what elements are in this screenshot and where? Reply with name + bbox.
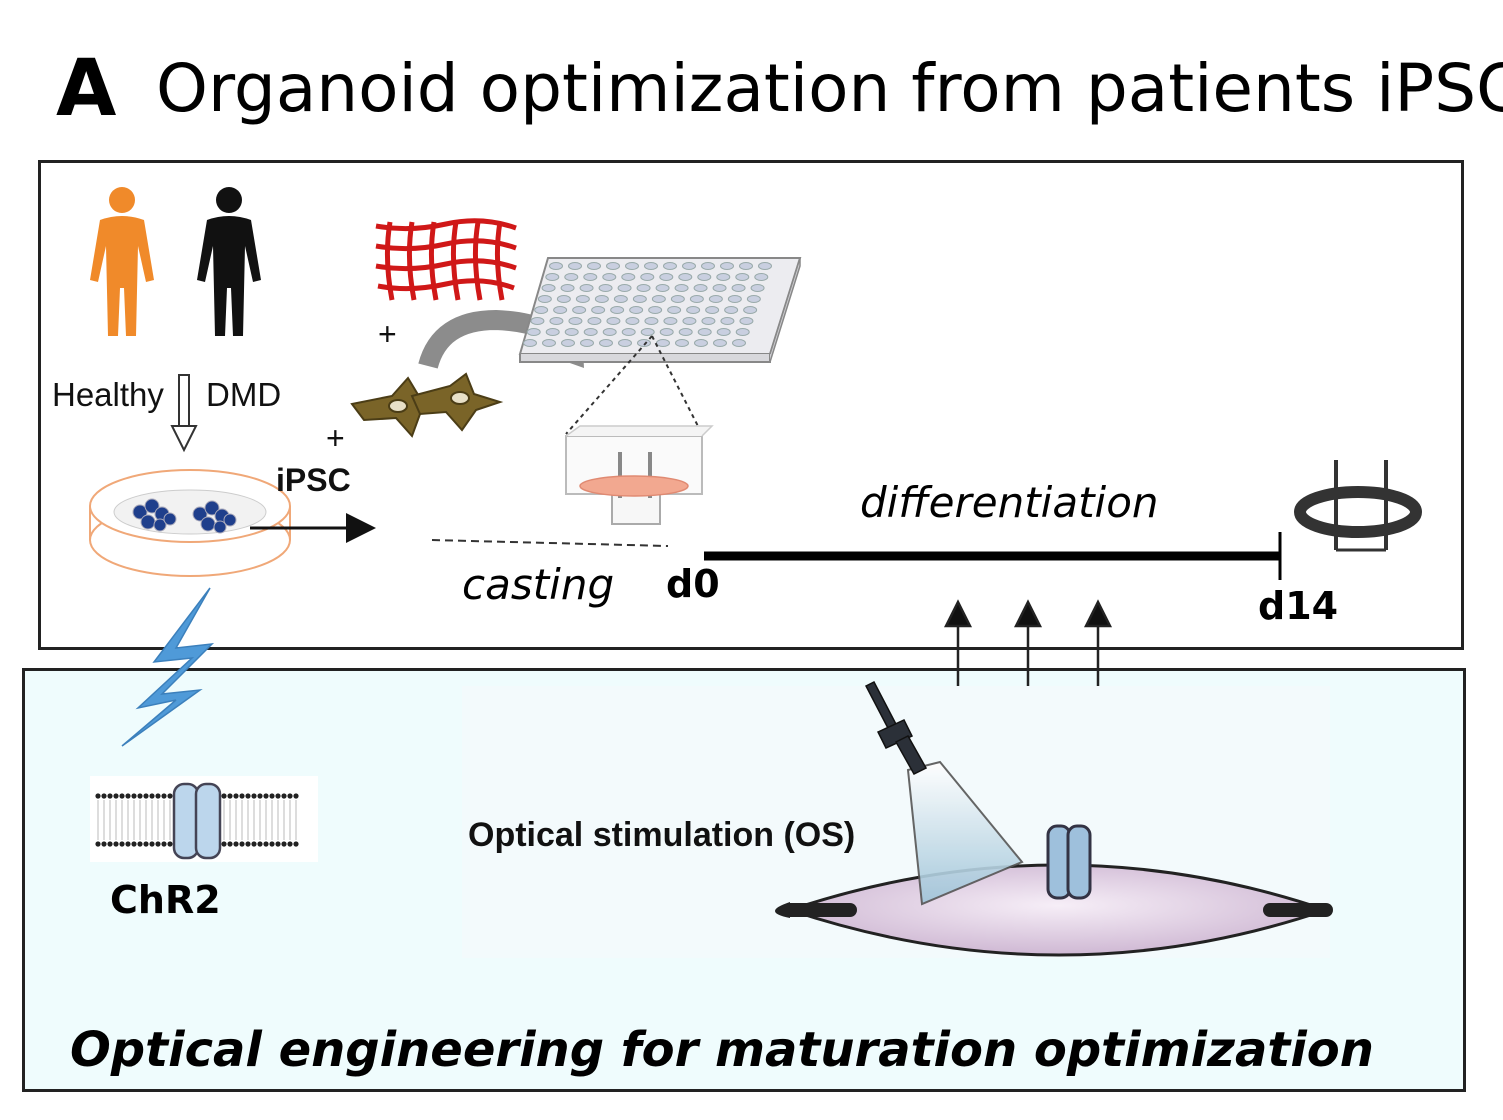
healthy-person-icon bbox=[90, 187, 154, 336]
dmd-person-icon bbox=[197, 187, 261, 336]
figure-title: Organoid optimization from patients iPSC bbox=[156, 50, 1503, 127]
differentiation-label: differentiation bbox=[860, 478, 1159, 527]
plus-sign-matrix: + bbox=[378, 316, 397, 352]
ipsc-label: iPSC bbox=[276, 462, 351, 498]
down-arrow-icon bbox=[170, 374, 198, 453]
optical-fiber-icon bbox=[864, 680, 928, 775]
well-plate-icon bbox=[518, 257, 802, 363]
hydrogel-grid-icon bbox=[375, 218, 517, 301]
organoid-workflow-panel bbox=[38, 160, 1464, 650]
organoid-ring-icon bbox=[1294, 460, 1422, 552]
timeline bbox=[704, 532, 1282, 580]
d14-label: d14 bbox=[1258, 584, 1339, 628]
casting-mold-icon bbox=[565, 425, 714, 525]
chr2-label: ChR2 bbox=[110, 878, 221, 922]
casting-label: casting bbox=[462, 560, 615, 609]
panel-letter: A bbox=[56, 44, 117, 134]
bottom-caption: Optical engineering for maturation optim… bbox=[70, 1022, 1374, 1078]
upward-arrows bbox=[943, 599, 1113, 702]
dmd-label: DMD bbox=[206, 376, 282, 413]
organoid-channel-icon bbox=[1046, 824, 1092, 900]
optical-stimulation-label: Optical stimulation (OS) bbox=[468, 816, 856, 854]
zoom-lines bbox=[565, 335, 703, 435]
lightning-icon bbox=[121, 587, 215, 747]
petri-dish-icon bbox=[89, 469, 291, 577]
d0-label: d0 bbox=[666, 562, 720, 606]
fibroblast-cells-icon bbox=[350, 372, 504, 438]
ion-channel-icon bbox=[90, 776, 318, 862]
light-beam bbox=[906, 760, 1024, 906]
plus-sign-cells: + bbox=[326, 420, 345, 456]
healthy-label: Healthy bbox=[52, 376, 164, 413]
casting-line bbox=[431, 539, 669, 547]
